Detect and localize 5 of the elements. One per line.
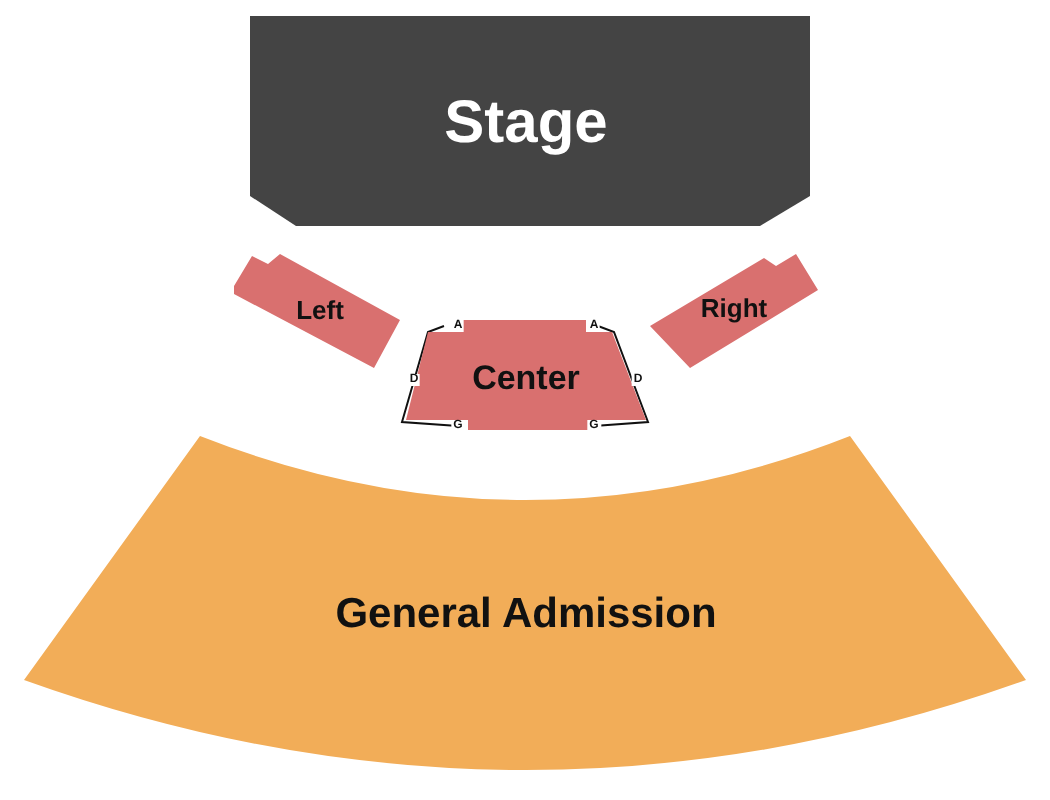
section-label: General Admission — [335, 593, 717, 635]
section-label: Left — [296, 297, 344, 323]
section-label: Stage — [444, 94, 608, 154]
section-label: Center — [472, 361, 580, 395]
section-label: Right — [700, 295, 768, 321]
